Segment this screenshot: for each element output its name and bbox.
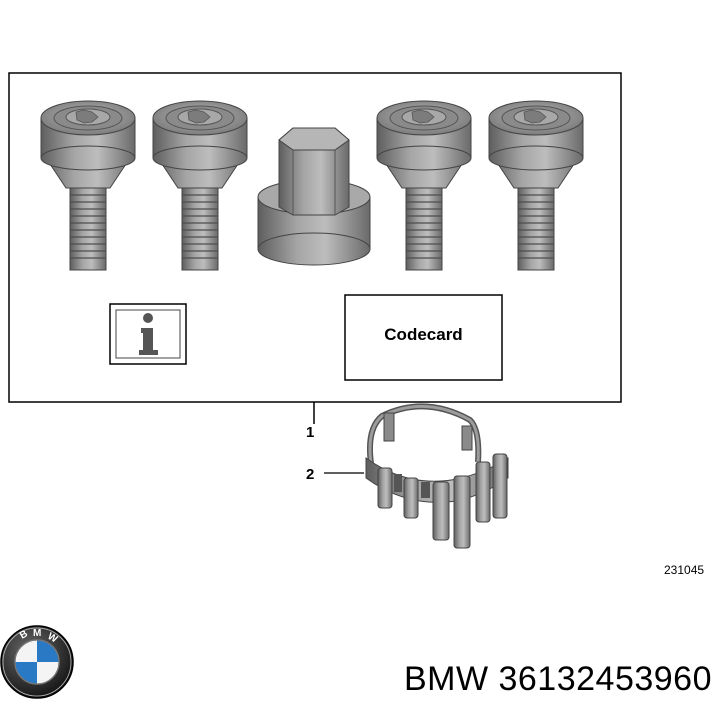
lock-bolt-2 (152, 100, 248, 271)
codecard-label: Codecard (384, 325, 463, 344)
kit-frame (8, 72, 622, 403)
lock-bolt-3 (376, 100, 472, 271)
bmw-logo: B M W (0, 625, 74, 699)
lock-bolt-4 (488, 100, 584, 271)
lock-bolt-1 (40, 100, 136, 271)
callout-2-label: 2 (306, 466, 315, 483)
svg-text:M: M (33, 628, 41, 639)
callout-1-label: 1 (306, 424, 315, 441)
info-symbol (109, 303, 187, 365)
diagram-id: 231045 (664, 563, 705, 577)
svg-text:B: B (18, 628, 30, 641)
part-number-label: BMW 36132453960 (403, 660, 712, 698)
codecard-box (344, 294, 503, 381)
retaining-clip (365, 403, 509, 549)
lock-key-adapter (257, 127, 371, 266)
